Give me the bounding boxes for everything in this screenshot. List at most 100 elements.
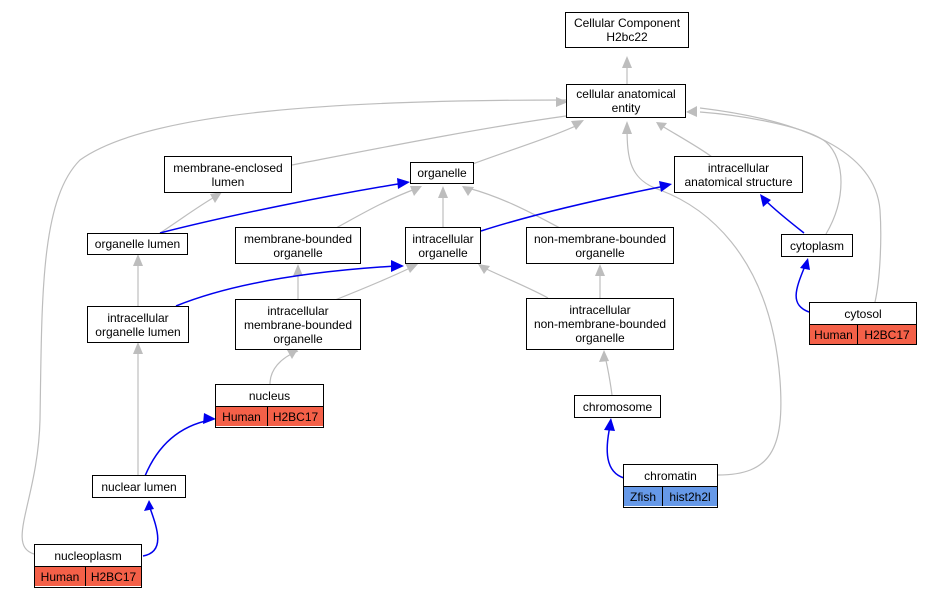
arrowhead-orglumen — [133, 254, 143, 266]
gene-annotation-row: Human H2BC17 — [216, 406, 323, 426]
arrowhead-mel — [210, 192, 222, 203]
node-label-line: membrane-bounded — [243, 317, 353, 332]
gene-annotation-row: Zfish hist2h2l — [624, 486, 717, 506]
gene-node-title: chromatin — [644, 468, 697, 483]
node-label-line: chromosome — [582, 399, 653, 414]
arrowhead-mbo — [293, 264, 303, 276]
arrowhead-cytoplasm-blue — [800, 258, 810, 270]
arrowhead-imbo — [287, 349, 298, 359]
arrowhead-ias-down-blue — [760, 194, 771, 207]
node-intracellular-organelle-lumen[interactable]: intracellular organelle lumen — [87, 306, 189, 343]
species-badge: Human — [810, 325, 857, 344]
node-cytosol[interactable]: cytosol Human H2BC17 — [809, 302, 917, 345]
node-label-line: H2bc22 — [606, 30, 648, 44]
node-label-line: organelle — [273, 331, 323, 346]
arrowhead-io-blue — [391, 260, 404, 272]
edge-cytosol-to-cytoplasm — [795, 265, 810, 313]
node-membrane-enclosed-lumen[interactable]: membrane-enclosed lumen — [164, 156, 292, 193]
edge-orglumen-to-organelle — [159, 182, 405, 234]
node-cytoplasm[interactable]: cytoplasm — [781, 234, 853, 257]
species-badge: Human — [216, 407, 267, 426]
node-label-line: intracellular — [412, 231, 474, 246]
edge-chromatin-to-cae — [626, 125, 782, 476]
node-organelle[interactable]: organelle — [410, 162, 474, 184]
node-label-line: intracellular — [267, 303, 329, 318]
node-label-line: non-membrane-bounded — [533, 231, 667, 246]
edge-cytosol-to-cae — [699, 107, 882, 303]
arrowhead-iol — [133, 342, 143, 354]
node-label-line: organelle — [575, 331, 625, 345]
edge-nmbo-to-organelle — [467, 187, 561, 229]
node-chromatin[interactable]: chromatin Zfish hist2h2l — [623, 464, 718, 508]
gene-node-title: nucleoplasm — [54, 548, 122, 563]
node-label-line: anatomical structure — [684, 174, 793, 189]
node-label-line: lumen — [211, 174, 245, 189]
node-label-line: intracellular — [107, 310, 169, 325]
node-label-line: non-membrane-bounded — [533, 317, 667, 331]
node-intracellular-anatomical-structure[interactable]: intracellular anatomical structure — [674, 156, 803, 193]
node-label-line: membrane-bounded — [243, 231, 353, 246]
gene-badge: hist2h2l — [662, 487, 717, 506]
node-label-line: organelle lumen — [95, 324, 181, 339]
arrowhead-inmbo — [599, 350, 609, 362]
arrowhead-organelle-mid — [438, 186, 448, 198]
species-badge: Zfish — [624, 487, 662, 506]
gene-annotation-row: Human H2BC17 — [35, 566, 141, 586]
node-label-line: intracellular — [569, 303, 631, 317]
arrowhead-nmbo — [595, 264, 605, 276]
arrowhead-nucleus-blue — [203, 413, 216, 424]
arrowhead-organelle-left — [410, 186, 422, 196]
arrowhead-io-right — [478, 264, 490, 274]
gene-badge: H2BC17 — [267, 407, 323, 426]
node-intracellular-membrane-bounded-organelle[interactable]: intracellular membrane-bounded organelle — [235, 299, 361, 350]
arrowhead-cae-bottom — [622, 121, 632, 134]
arrowhead-nuclearlumen-blue — [144, 500, 154, 511]
edge-nucleoplasm-to-nuclearlumen — [142, 507, 159, 557]
node-label-line: nuclear lumen — [101, 479, 177, 494]
node-label-line: organelle — [273, 245, 323, 260]
arrowhead-cae-mid — [571, 120, 584, 130]
node-label-line: cellular anatomical — [576, 87, 676, 101]
node-label-line: organelle lumen — [94, 237, 181, 251]
edge-inmbo-to-io — [479, 265, 549, 299]
gene-annotation-row: Human H2BC17 — [810, 324, 916, 344]
edge-mbo-to-organelle — [335, 187, 419, 229]
part-of-arrowheads — [144, 178, 810, 511]
edge-iol-to-io — [175, 265, 397, 307]
edge-mel-to-cae — [291, 115, 567, 166]
edge-nucleoplasm-to-cae — [21, 99, 567, 555]
gene-node-title: nucleus — [248, 388, 291, 403]
node-membrane-bounded-organelle[interactable]: membrane-bounded organelle — [235, 227, 361, 264]
edge-nuclearlumen-to-nucleus — [144, 419, 211, 477]
edge-ias-to-cae — [661, 125, 713, 158]
node-label-line: cytoplasm — [789, 238, 845, 253]
arrowhead-cae-right — [656, 122, 667, 131]
node-cellular-component[interactable]: Cellular Component H2bc22 — [565, 12, 689, 48]
node-label-line: membrane-enclosed — [173, 160, 283, 175]
node-intracellular-organelle[interactable]: intracellular organelle — [405, 227, 481, 264]
gene-badge: H2BC17 — [857, 325, 916, 344]
node-organelle-lumen[interactable]: organelle lumen — [87, 233, 188, 255]
edge-cytoplasm-to-cae — [699, 111, 842, 235]
edge-orglumen-to-mel — [159, 194, 219, 234]
part-of-edges — [142, 178, 810, 557]
arrowhead-cae-left — [556, 97, 568, 107]
is-a-edges — [21, 56, 882, 555]
edge-imbo-to-io — [334, 267, 411, 301]
node-nucleoplasm[interactable]: nucleoplasm Human H2BC17 — [34, 544, 142, 588]
edge-io-to-ias — [480, 185, 666, 232]
arrowhead-chromosome-blue — [604, 418, 615, 431]
node-nucleus[interactable]: nucleus Human H2BC17 — [215, 384, 324, 428]
node-nuclear-lumen[interactable]: nuclear lumen — [92, 475, 186, 498]
node-label-line: intracellular — [707, 160, 770, 175]
node-label-line: organelle — [575, 245, 625, 260]
node-intracellular-non-membrane-bounded-organelle[interactable]: intracellular non-membrane-bounded organ… — [526, 298, 674, 350]
node-chromosome[interactable]: chromosome — [574, 395, 661, 418]
arrowhead-ias-blue — [659, 181, 672, 192]
gene-node-title: cytosol — [844, 306, 882, 321]
node-cellular-anatomical-entity[interactable]: cellular anatomical entity — [566, 84, 686, 118]
node-non-membrane-bounded-organelle[interactable]: non-membrane-bounded organelle — [526, 227, 674, 264]
node-label-line: organelle — [417, 166, 467, 180]
node-label-line: entity — [611, 101, 641, 115]
edge-chromatin-to-chromosome — [606, 425, 625, 479]
